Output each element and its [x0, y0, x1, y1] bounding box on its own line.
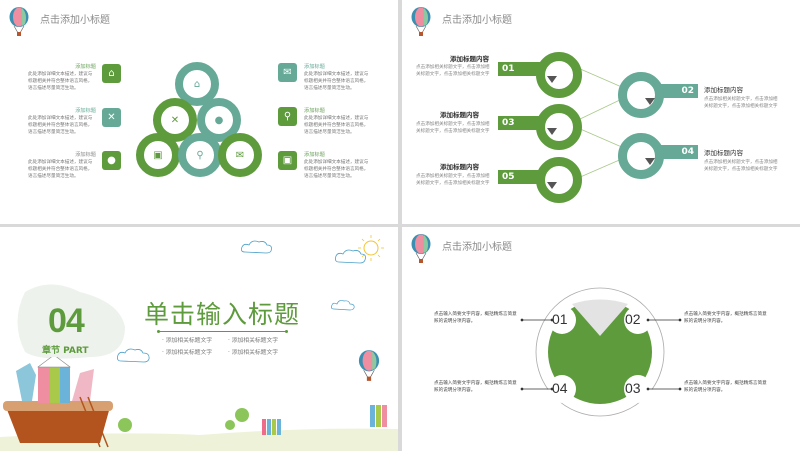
pointer-triangle [645, 158, 655, 165]
bullet-item[interactable]: · 添加相关标题文字 [228, 338, 279, 344]
quadrant-desc-01[interactable]: 点击输入简要文字内容，概括精炼言简意赅的说明分项内容。 [434, 312, 517, 324]
item-title[interactable]: 添加标题内容 [704, 86, 743, 94]
left-item-1: 添加标题 [56, 63, 96, 70]
item-label[interactable]: 添加标题 [75, 152, 96, 158]
bank-icon: ⌂ [102, 64, 121, 83]
item-title[interactable]: 添加标题内容 [440, 111, 479, 119]
pointer-triangle [547, 182, 557, 189]
cloud-icon [117, 348, 150, 363]
hot-air-balloon-icon [411, 7, 431, 36]
number-badge: 05 [498, 170, 548, 184]
mail-icon: ✉ [235, 149, 245, 161]
pointer-triangle [645, 98, 655, 105]
pointer-triangle [547, 128, 557, 135]
connector-lines [577, 67, 625, 179]
bullet-item[interactable]: · 添加相关标题文字 [162, 338, 213, 344]
item-desc[interactable]: 点击添加相关标题文字，点击添加相关标题文字，点击添加相关标题文字 [416, 65, 490, 77]
quadrant-desc-03[interactable]: 点击输入简要文字内容，概括精炼言简意赅的说明分项内容。 [684, 381, 767, 393]
slide-header: 点击添加小标题 [410, 6, 512, 38]
sun-icon [358, 235, 384, 261]
bullet-list: · 添加相关标题文字 · 添加相关标题文字 · 添加相关标题文字 · 添加相关标… [162, 335, 294, 356]
gender-icon: ⚲ [278, 107, 297, 126]
cloud-icon [241, 240, 272, 254]
tools-icon: ✕ [170, 114, 180, 126]
item-title[interactable]: 添加标题内容 [450, 55, 489, 63]
slide-title[interactable]: 单击输入标题 [144, 300, 301, 329]
item-label[interactable]: 添加标题 [75, 64, 96, 70]
cloud-icon [335, 249, 366, 264]
slide-header: 点击添加小标题 [8, 6, 110, 38]
chapter-blob-background [17, 284, 125, 359]
hot-air-balloon-icon [9, 7, 29, 36]
gender-icon: ⚲ [196, 149, 204, 161]
quadrant-number-03[interactable]: 03 [625, 380, 641, 396]
item-desc[interactable]: 点击添加相关标题文字，点击添加相关标题文字，点击添加相关标题文字 [704, 160, 778, 172]
chapter-number[interactable]: 04 [48, 302, 85, 340]
slide-1-icon-pyramid[interactable]: 点击添加小标题 添加标题 此处添加详细文本描述，建议与标题相关并符合整体语言风格… [0, 0, 398, 224]
item-desc[interactable]: 点击添加相关标题文字，点击添加相关标题文字，点击添加相关标题文字 [416, 174, 490, 186]
item-desc[interactable]: 此处添加详细文本描述，建议与标题相关并符合整体语言风格，语言描述尽量简洁生动。 [304, 72, 369, 91]
bank-icon: ⌂ [193, 78, 201, 90]
slide-2-ring-connectors[interactable]: 点击添加小标题 01 添加标题内容 点击添加相关标题文字，点击添加相关标题文字，… [402, 0, 800, 224]
quadrant-number-04[interactable]: 04 [552, 380, 568, 396]
pencil-pot-illustration [0, 357, 398, 451]
item-desc[interactable]: 点击添加相关标题文字，点击添加相关标题文字，点击添加相关标题文字 [416, 122, 490, 134]
quadrant-desc-04[interactable]: 点击输入简要文字内容，概括精炼言简意赅的说明分项内容。 [434, 381, 517, 393]
cloud-icon [330, 300, 355, 311]
tools-icon: ✕ [102, 108, 121, 127]
quadrant-diagram [520, 287, 682, 417]
pointer-triangle [547, 76, 557, 83]
item-title[interactable]: 添加标题内容 [440, 163, 479, 171]
item-label[interactable]: 添加标题 [304, 152, 325, 158]
slide-3-chapter-title[interactable]: 04 章节 PART 单击输入标题 · 添加相关标题文字 · 添加相关标题文字 … [0, 227, 398, 451]
hot-air-balloon-icon [358, 350, 380, 381]
item-title[interactable]: 添加标题内容 [704, 149, 743, 157]
number-badge: 01 [498, 62, 548, 76]
bullet-item[interactable]: · 添加相关标题文字 [162, 350, 213, 356]
hot-air-balloon-icon [411, 234, 431, 263]
quadrant-number-01[interactable]: 01 [552, 311, 568, 327]
item-desc[interactable]: 此处添加详细文本描述，建议与标题相关并符合整体语言风格，语言描述尽量简洁生动。 [304, 116, 369, 135]
box-icon: ▣ [153, 149, 163, 161]
ring [618, 72, 664, 118]
ring [536, 52, 582, 98]
chat-icon: ● [102, 151, 121, 170]
item-label[interactable]: 添加标题 [304, 108, 325, 114]
item-desc[interactable]: 此处添加详细文本描述，建议与标题相关并符合整体语言风格，语言描述尽量简洁生动。 [28, 72, 93, 91]
underline-dot-right [285, 330, 288, 333]
header-title[interactable]: 点击添加小标题 [442, 14, 512, 26]
quadrant-number-02[interactable]: 02 [625, 311, 641, 327]
mail-icon: ✉ [278, 63, 297, 82]
chapter-label[interactable]: 章节 PART [42, 346, 89, 356]
header-title[interactable]: 点击添加小标题 [40, 14, 110, 26]
header-title[interactable]: 点击添加小标题 [442, 241, 512, 253]
left-item-2: 添加标题 [56, 107, 96, 114]
ring [536, 157, 582, 203]
ring-gender[interactable]: ⚲ [178, 133, 222, 177]
underline-dot-left [157, 330, 160, 333]
ring [618, 133, 664, 179]
box-icon: ▣ [278, 151, 297, 170]
item-desc[interactable]: 此处添加详细文本描述，建议与标题相关并符合整体语言风格，语言描述尽量简洁生动。 [28, 160, 93, 179]
title-underline [158, 331, 286, 332]
item-desc[interactable]: 此处添加详细文本描述，建议与标题相关并符合整体语言风格，语言描述尽量简洁生动。 [28, 116, 93, 135]
item-label[interactable]: 添加标题 [75, 108, 96, 114]
slide-header: 点击添加小标题 [410, 233, 512, 265]
item-desc[interactable]: 点击添加相关标题文字，点击添加相关标题文字，点击添加相关标题文字 [704, 97, 778, 109]
number-badge: 03 [498, 116, 548, 130]
ring-box[interactable]: ▣ [136, 133, 180, 177]
slide-4-four-quadrant[interactable]: 点击添加小标题 01 02 04 03 点击输入简要文字内容，概括精炼言简意赅的… [402, 227, 800, 451]
ring [536, 104, 582, 150]
chat-icon: ● [214, 114, 224, 126]
ring-mail[interactable]: ✉ [218, 133, 262, 177]
item-desc[interactable]: 此处添加详细文本描述，建议与标题相关并符合整体语言风格，语言描述尽量简洁生动。 [304, 160, 369, 179]
quadrant-desc-02[interactable]: 点击输入简要文字内容，概括精炼言简意赅的说明分项内容。 [684, 312, 767, 324]
left-item-3: 添加标题 [56, 151, 96, 158]
item-label[interactable]: 添加标题 [304, 64, 325, 70]
bullet-item[interactable]: · 添加相关标题文字 [228, 350, 279, 356]
